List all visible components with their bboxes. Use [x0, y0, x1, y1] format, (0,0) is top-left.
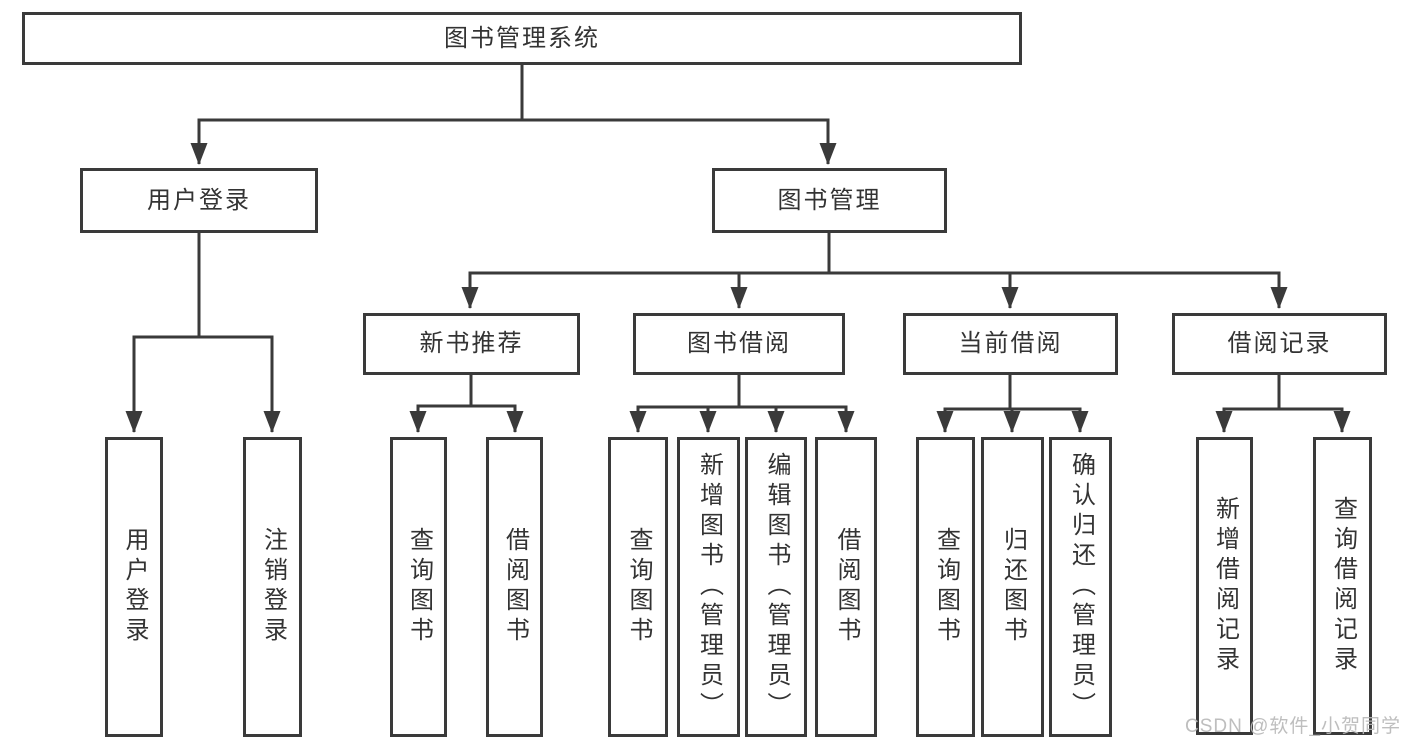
- node-bb-query-books-label: 查询图书: [625, 527, 652, 647]
- node-bb-borrow-books-label: 借阅图书: [833, 527, 860, 647]
- node-cb-query-books-label: 查询图书: [932, 527, 960, 647]
- node-nbr-borrow-books: 借阅图书: [486, 437, 543, 737]
- node-bb-edit-books-admin: 编辑图书（管理员）: [745, 437, 807, 737]
- node-bb-query-books: 查询图书: [608, 437, 668, 737]
- node-nbr-query-books: 查询图书: [390, 437, 447, 737]
- node-cb-confirm-return-admin-label: 确认归还（管理员）: [1067, 452, 1095, 722]
- node-bb-edit-books-admin-label: 编辑图书（管理员）: [763, 452, 790, 722]
- node-bb-add-books-admin-label: 新增图书（管理员）: [695, 452, 723, 722]
- node-nbr-query-books-label: 查询图书: [405, 527, 433, 647]
- node-current-borrowing: 当前借阅: [903, 313, 1118, 375]
- node-nbr-borrow-books-label: 借阅图书: [501, 527, 529, 647]
- node-bb-borrow-books: 借阅图书: [815, 437, 877, 737]
- node-book-borrowing-label: 图书借阅: [687, 330, 791, 357]
- node-bb-add-books-admin: 新增图书（管理员）: [677, 437, 740, 737]
- node-book-management-label: 图书管理: [777, 186, 882, 214]
- node-logout-action: 注销登录: [243, 437, 302, 737]
- node-user-login-action-label: 用户登录: [121, 527, 148, 647]
- node-br-add-record-label: 新增借阅记录: [1211, 496, 1239, 676]
- node-library-system-label: 图书管理系统: [444, 24, 600, 52]
- node-cb-query-books: 查询图书: [916, 437, 975, 737]
- node-user-login-action: 用户登录: [105, 437, 163, 737]
- node-br-query-record: 查询借阅记录: [1313, 437, 1372, 735]
- node-library-system: 图书管理系统: [22, 12, 1022, 65]
- node-cb-return-books-label: 归还图书: [999, 527, 1027, 647]
- node-user-login: 用户登录: [80, 168, 318, 233]
- node-new-book-recommend-label: 新书推荐: [419, 330, 524, 357]
- node-borrow-records-label: 借阅记录: [1227, 330, 1332, 357]
- node-cb-return-books: 归还图书: [981, 437, 1044, 737]
- csdn-watermark: CSDN @软件_小贺同学: [1185, 716, 1401, 737]
- node-logout-action-label: 注销登录: [259, 527, 287, 647]
- node-borrow-records: 借阅记录: [1172, 313, 1387, 375]
- node-book-borrowing: 图书借阅: [633, 313, 845, 375]
- node-user-login-label: 用户登录: [147, 186, 251, 214]
- node-book-management: 图书管理: [712, 168, 947, 233]
- node-cb-confirm-return-admin: 确认归还（管理员）: [1049, 437, 1112, 737]
- node-br-query-record-label: 查询借阅记录: [1329, 496, 1357, 676]
- node-br-add-record: 新增借阅记录: [1196, 437, 1253, 735]
- node-current-borrowing-label: 当前借阅: [958, 330, 1063, 357]
- node-new-book-recommend: 新书推荐: [363, 313, 580, 375]
